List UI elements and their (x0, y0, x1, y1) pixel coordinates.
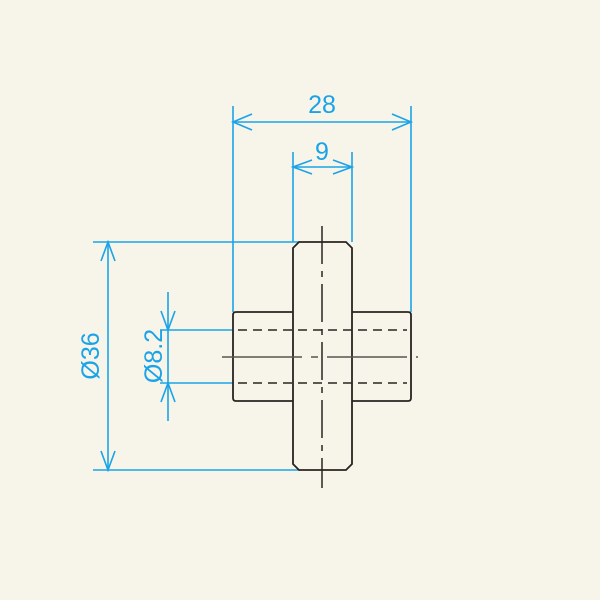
arrow-left-icon (290, 159, 313, 175)
dimension-labels: 28 9 Ø36 Ø8.2 (77, 91, 336, 383)
flange-right-outline (352, 311, 412, 402)
arrow-down-icon (160, 310, 176, 333)
arrow-left-icon (230, 113, 253, 131)
dimension-label-bore-diameter: Ø8.2 (140, 329, 168, 383)
arrow-right-icon (391, 113, 414, 131)
dimension-label-outer-diameter: Ø36 (77, 332, 105, 379)
hidden-lines (238, 329, 407, 384)
dimension-label-9: 9 (315, 138, 329, 166)
hub-outline (292, 241, 353, 471)
dimension-lines (93, 106, 414, 473)
dimension-label-28: 28 (308, 91, 336, 119)
arrow-up-icon (160, 380, 176, 403)
arrow-up-icon (100, 239, 116, 262)
arrow-down-icon (100, 450, 116, 473)
arrow-right-icon (332, 159, 355, 175)
